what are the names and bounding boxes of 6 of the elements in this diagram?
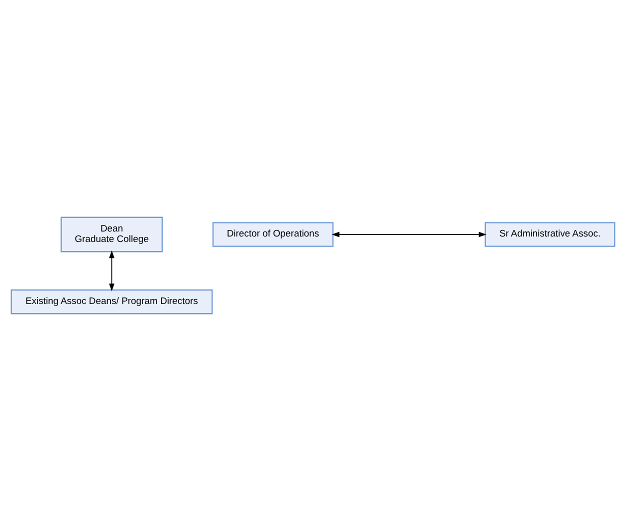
arrow	[332, 232, 486, 238]
node-box: Dean Graduate College	[60, 216, 163, 252]
node-box: Existing Assoc Deans/ Program Directors	[10, 289, 213, 314]
node-box: Sr Administrative Assoc.	[484, 222, 616, 247]
node-box: Director of Operations	[212, 222, 334, 247]
arrow	[109, 250, 114, 292]
